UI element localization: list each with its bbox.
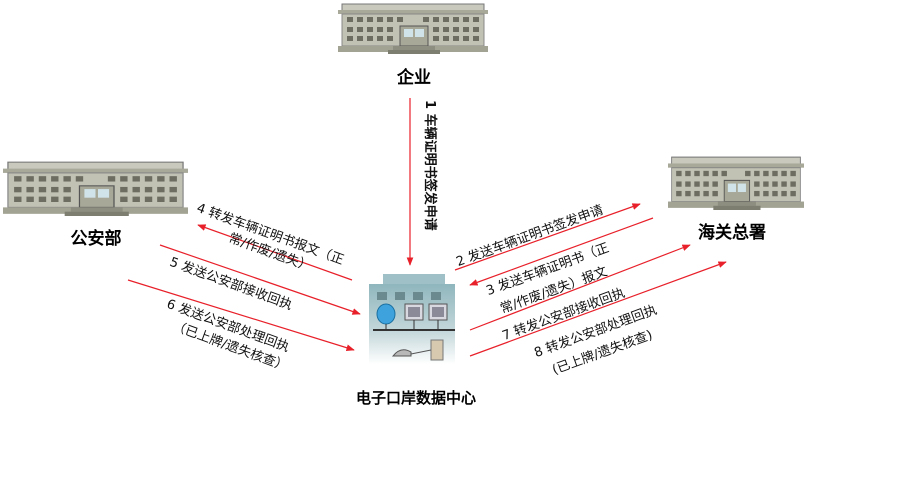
arrow-5 — [159, 244, 361, 315]
arrow-2 — [454, 203, 641, 271]
arrow-4 — [197, 224, 353, 281]
data-center-icon — [369, 274, 455, 364]
enterprise-label: 企业 — [397, 68, 431, 88]
arrow-3 — [469, 217, 654, 286]
arrow-7 — [469, 244, 691, 331]
arrow-6 — [127, 279, 355, 351]
customs-label: 海关总署 — [698, 223, 766, 243]
data-center-label: 电子口岸数据中心 — [355, 389, 477, 407]
police-label: 公安部 — [70, 229, 122, 249]
flow-1-label: 1 车辆证明书签发申请 — [422, 100, 437, 231]
arrow-8 — [469, 261, 727, 357]
